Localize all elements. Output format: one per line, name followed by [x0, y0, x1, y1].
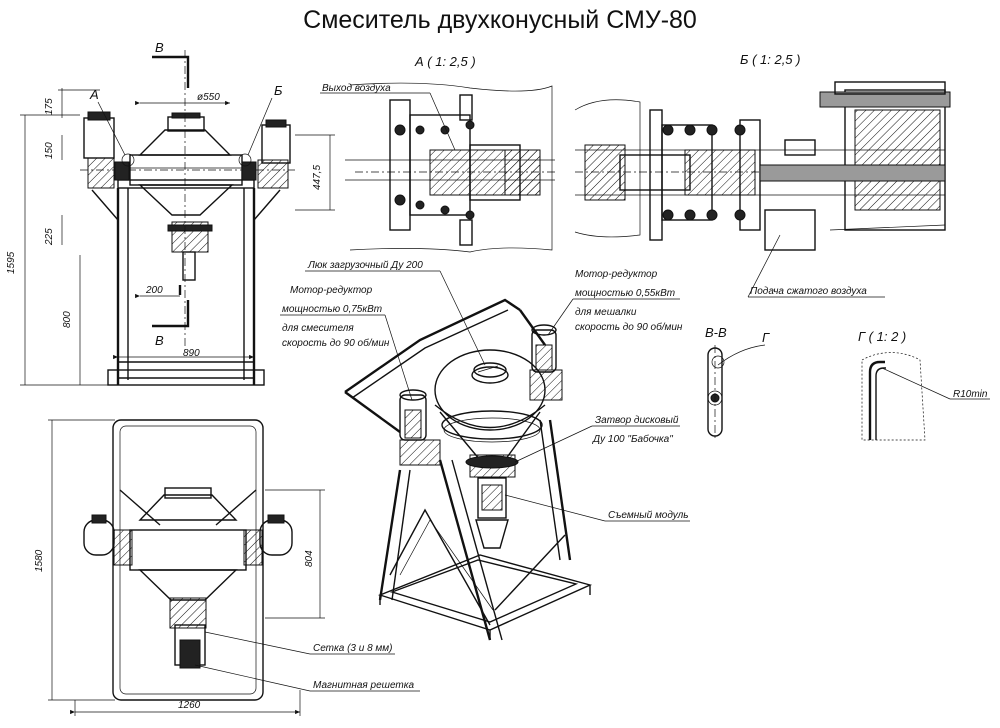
- callout-motor1-title: Мотор-редуктор: [290, 285, 373, 296]
- callout-air-in: Подача сжатого воздуха: [750, 286, 867, 297]
- section-vv-view: В-В Г: [705, 325, 770, 440]
- callout-magnet: Магнитная решетка: [313, 680, 414, 691]
- dim-d550: ø550: [197, 92, 220, 103]
- section-vv-title: В-В: [705, 325, 727, 340]
- callout-valve-title: Затвор дисковый: [595, 415, 679, 426]
- dim-1580: 1580: [34, 549, 45, 572]
- isometric-view: Люк загрузочный Ду 200 Мотор-редуктор мо…: [280, 260, 690, 641]
- detail-g-view: Г ( 1: 2 ) R10min: [858, 329, 990, 441]
- dim-447-5: 447,5: [312, 165, 323, 190]
- callout-motor1-power: мощностью 0,75кВт: [282, 304, 382, 315]
- callout-motor2-title: Мотор-редуктор: [575, 269, 658, 280]
- dim-1260: 1260: [178, 700, 201, 711]
- section-mark-v-top: В: [155, 40, 164, 55]
- callout-valve-size: Ду 100 "Бабочка": [592, 433, 673, 445]
- dim-175: 175: [44, 98, 55, 115]
- detail-a-view: А ( 1: 2,5 ) Выход воздуха: [320, 54, 555, 253]
- detail-g-title: Г ( 1: 2 ): [858, 329, 906, 344]
- dim-r10: R10min: [953, 389, 988, 400]
- detail-a-title: А ( 1: 2,5 ): [414, 54, 476, 69]
- callout-motor1-speed: скорость до 90 об/мин: [282, 337, 390, 349]
- dim-800: 800: [62, 311, 73, 328]
- drawing-title: Смеситель двухконусный СМУ-80: [303, 6, 697, 34]
- callout-motor2-use: для мешалки: [575, 307, 637, 318]
- dim-1595: 1595: [6, 251, 17, 274]
- callout-mesh: Сетка (3 и 8 мм): [313, 643, 392, 654]
- top-view: 1580 804 1260 Сетка (3 и 8 мм) Магнитная…: [34, 419, 420, 716]
- callout-b-label: Б: [274, 83, 283, 98]
- callout-motor1-use: для смесителя: [282, 323, 354, 334]
- dim-225: 225: [44, 228, 55, 246]
- callout-motor2-power: мощностью 0,55кВт: [575, 288, 675, 299]
- callout-air-out: Выход воздуха: [322, 83, 391, 94]
- dim-804: 804: [304, 550, 315, 567]
- dim-200: 200: [145, 285, 163, 296]
- front-view: В В А Б ø550 1595 175 150 225 800 447,5 …: [6, 40, 335, 386]
- callout-hatch: Люк загрузочный Ду 200: [307, 260, 423, 271]
- detail-b-title: Б ( 1: 2,5 ): [740, 52, 800, 67]
- section-g-mark: Г: [762, 330, 770, 345]
- section-mark-v-bottom: В: [155, 333, 164, 348]
- callout-a-label: А: [89, 87, 99, 102]
- callout-motor2-speed: скорость до 90 об/мин: [575, 321, 683, 333]
- detail-b-view: Б ( 1: 2,5 ) Подача сжатого воздуха: [574, 52, 951, 298]
- dim-150: 150: [44, 142, 55, 159]
- callout-module: Съемный модуль: [608, 510, 689, 521]
- dim-890: 890: [183, 348, 200, 359]
